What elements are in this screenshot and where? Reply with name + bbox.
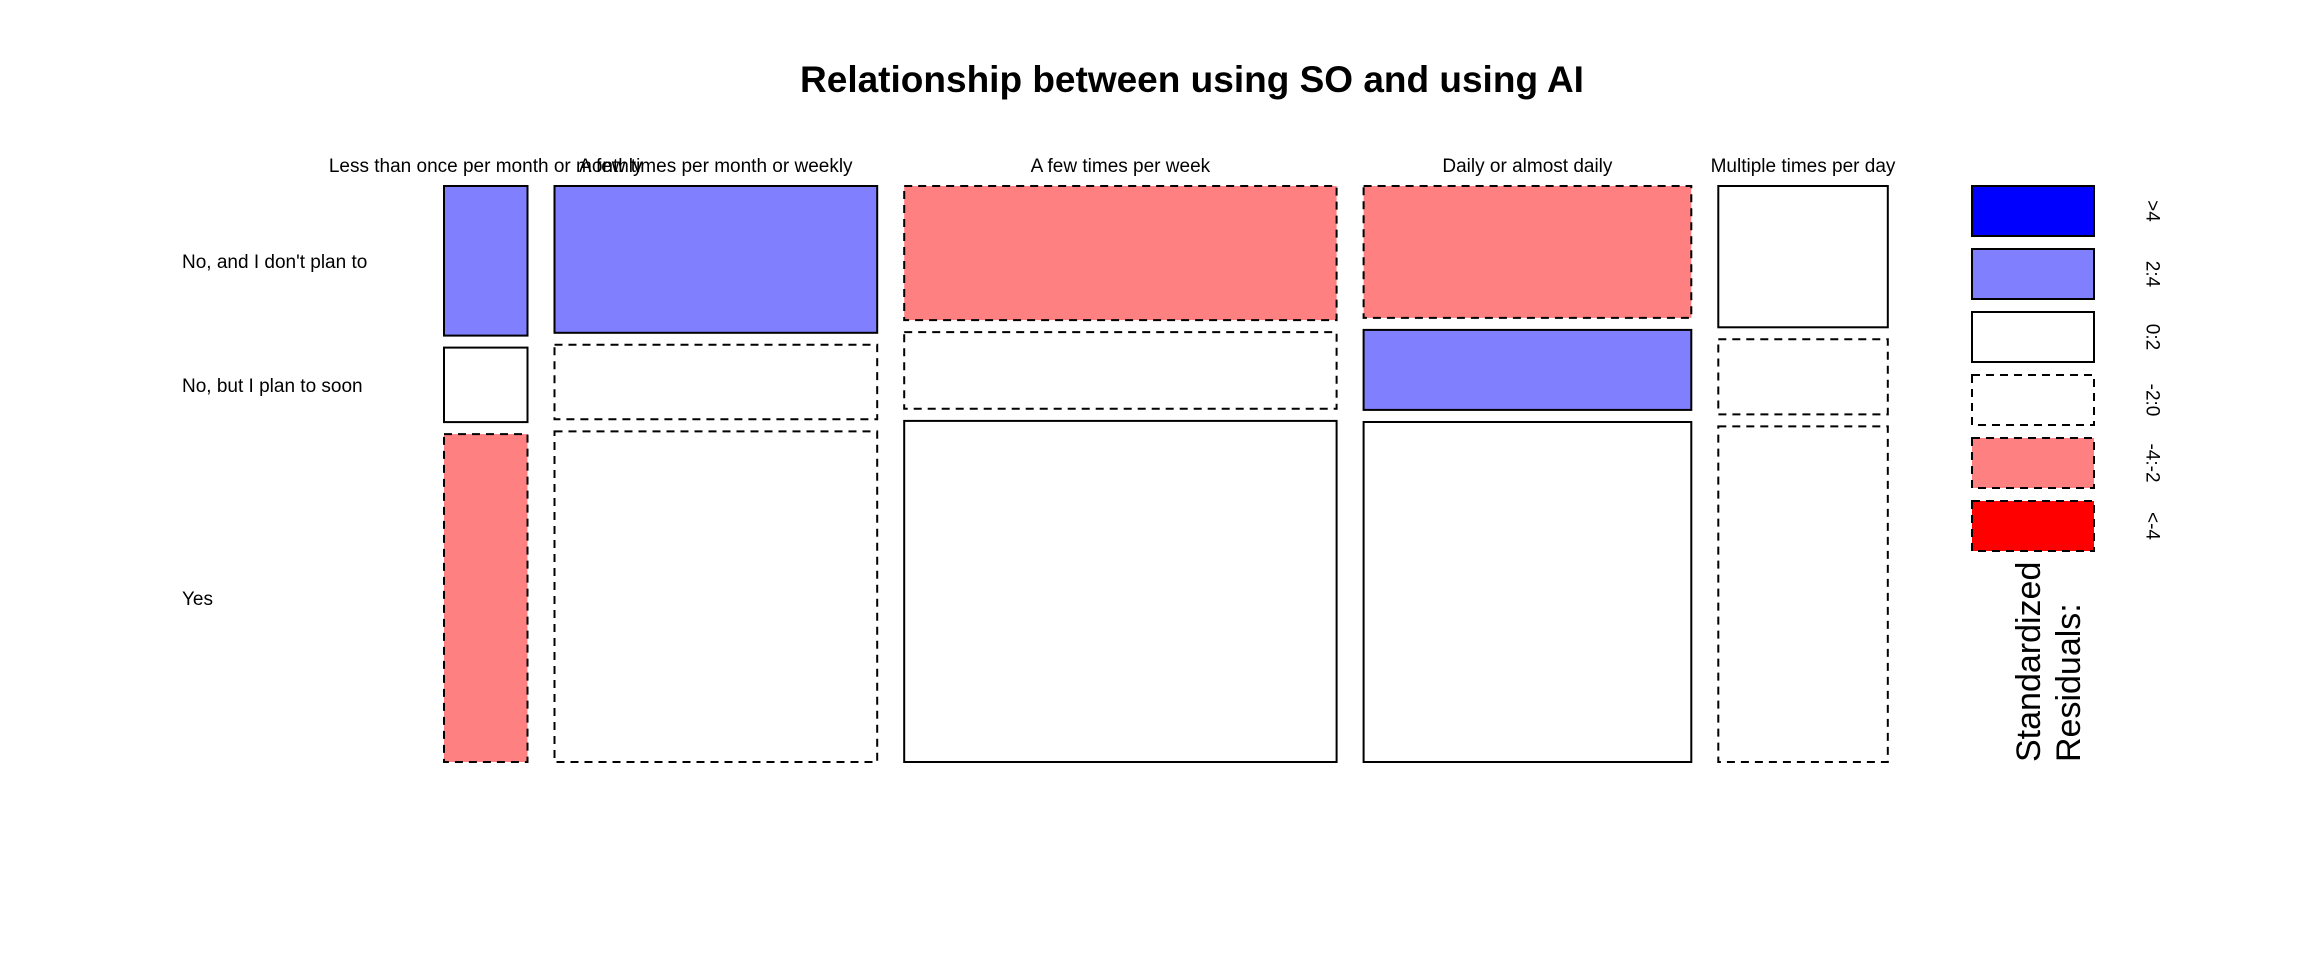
mosaic-tile <box>1362 185 1693 319</box>
mosaic-tile <box>443 433 529 763</box>
legend-swatch <box>1971 437 2095 489</box>
mosaic-tiles <box>443 185 1889 763</box>
row-labels: No, and I don't plan to No, but I plan to… <box>182 252 367 610</box>
mosaic-tile <box>443 346 529 424</box>
column-label: Multiple times per day <box>1711 156 1896 177</box>
legend-swatch <box>1971 311 2095 363</box>
mosaic-tile <box>553 185 879 334</box>
legend-title-line1: Standardized <box>2010 562 2048 762</box>
legend-swatch <box>1971 248 2095 300</box>
row-label: No, but I plan to soon <box>182 376 363 397</box>
mosaic-tile <box>903 185 1338 322</box>
row-label: Yes <box>182 589 213 610</box>
column-label: Less than once per month or monthly <box>329 156 643 177</box>
mosaic-tile <box>1717 185 1889 329</box>
column-label: A few times per week <box>1031 156 1211 177</box>
column-label: Daily or almost daily <box>1442 156 1612 177</box>
mosaic-tile <box>1717 338 1889 416</box>
legend-swatch <box>1971 374 2095 426</box>
legend-title-line2: Residuals: <box>2050 603 2088 762</box>
mosaic-tile <box>1717 425 1889 763</box>
legend-swatch <box>1971 500 2095 552</box>
legend-label: 2:4 <box>2142 261 2163 288</box>
legend-label: <-4 <box>2142 512 2163 540</box>
legend-swatch <box>1971 185 2095 237</box>
mosaic-tile <box>903 419 1338 763</box>
mosaic-tile <box>443 185 529 337</box>
chart-title: Relationship between using SO and using … <box>800 59 1584 100</box>
mosaic-tile <box>903 331 1338 410</box>
mosaic-tile <box>1362 421 1693 763</box>
row-label: No, and I don't plan to <box>182 252 367 273</box>
mosaic-tile <box>553 343 879 421</box>
mosaic-tile <box>1362 328 1693 411</box>
column-label: A few times per month or weekly <box>579 156 853 177</box>
legend-label: -4:-2 <box>2142 443 2163 482</box>
mosaic-tile <box>553 430 879 763</box>
legend-label: 0:2 <box>2142 324 2163 350</box>
legend-label: >4 <box>2142 200 2163 222</box>
legend-label: -2:0 <box>2142 384 2163 417</box>
